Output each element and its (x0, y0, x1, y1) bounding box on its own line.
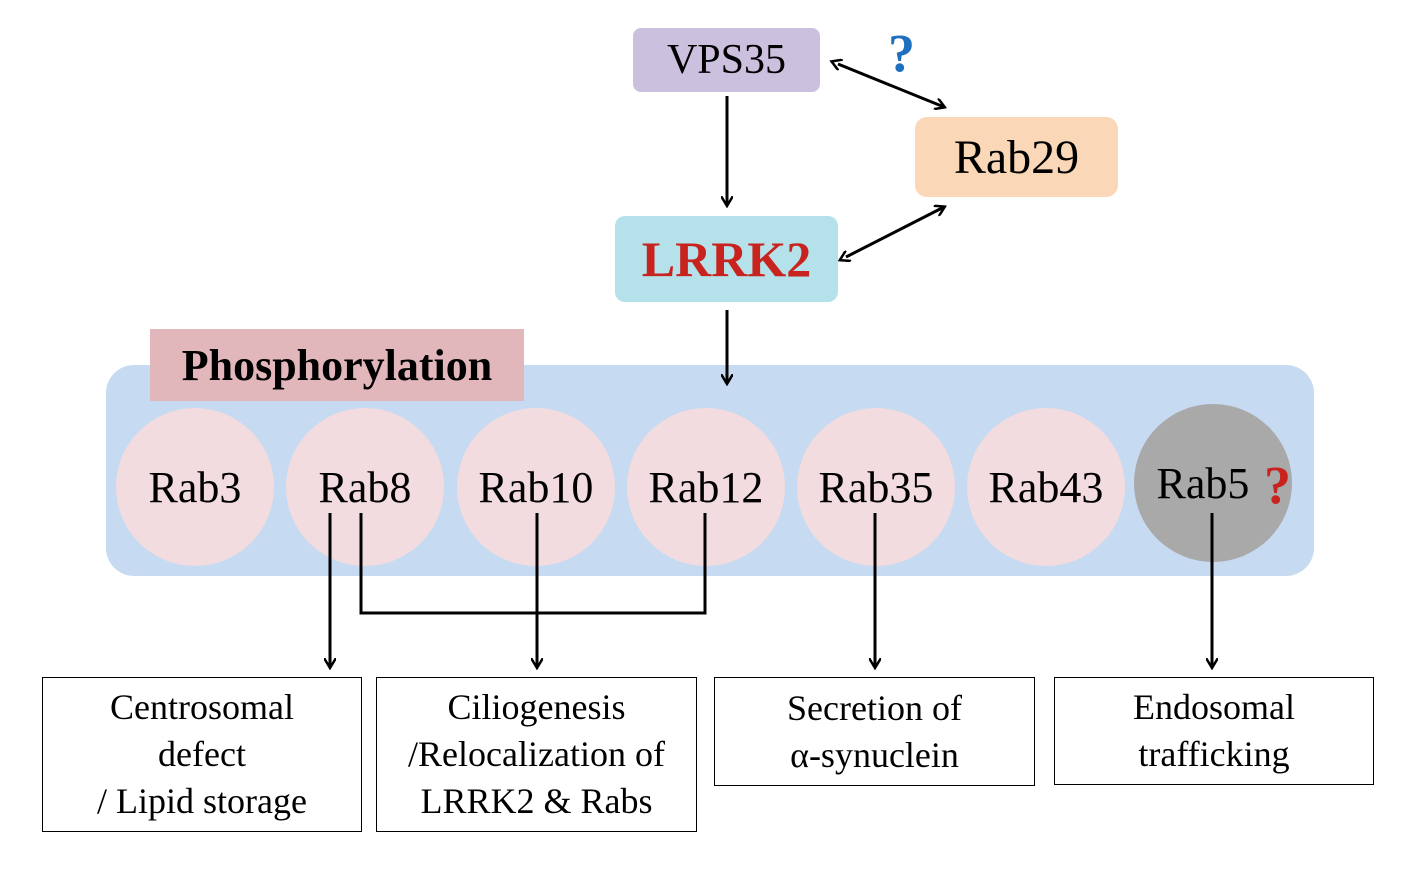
outcome-endosomal-box: Endosomal trafficking (1054, 677, 1374, 785)
phosphorylation-label: Phosphorylation (150, 329, 524, 401)
rab8-circle: Rab8 (286, 408, 444, 566)
outcome-line: Endosomal (1133, 687, 1295, 727)
rab10-label: Rab10 (478, 462, 594, 512)
vps35-node: VPS35 (633, 28, 820, 92)
rab43-circle: Rab43 (967, 408, 1125, 566)
rab5-question-mark: ? (1264, 455, 1291, 515)
rab8-label: Rab8 (318, 462, 412, 512)
outcome-ciliogenesis-box: Ciliogenesis /Relocalization of LRRK2 & … (376, 677, 697, 832)
lrrk2-node: LRRK2 (615, 216, 838, 302)
outcome-line: /Relocalization of (408, 734, 665, 774)
outcome-line: / Lipid storage (97, 781, 307, 821)
outcome-line: trafficking (1138, 734, 1290, 774)
outcome-line: defect (158, 734, 246, 774)
rab35-circle: Rab35 (797, 408, 955, 566)
outcome-secretion-box: Secretion of α-synuclein (714, 677, 1035, 786)
rab12-circle: Rab12 (627, 408, 785, 566)
outcome-line: Ciliogenesis (447, 687, 626, 727)
rab3-circle: Rab3 (116, 408, 274, 566)
outcome-line: LRRK2 & Rabs (420, 781, 653, 821)
rab35-label: Rab35 (818, 462, 934, 512)
rab43-label: Rab43 (988, 462, 1104, 512)
vps35-rab29-double-arrow (838, 64, 944, 107)
rab8-rab12-connector (359, 513, 707, 615)
rab3-label: Rab3 (148, 462, 242, 512)
outcome-line: α-synuclein (790, 734, 959, 775)
rab12-label: Rab12 (648, 462, 764, 512)
outcome-line: Secretion of (787, 687, 962, 728)
rab5-label: Rab5 (1156, 458, 1250, 508)
outcome-line: Centrosomal (110, 687, 294, 727)
rab29-node: Rab29 (915, 117, 1118, 197)
lrrk2-rab29-double-arrow (846, 207, 944, 257)
outcome-centrosomal-box: Centrosomal defect / Lipid storage (42, 677, 362, 832)
rab5-circle: Rab5 (1134, 404, 1292, 562)
